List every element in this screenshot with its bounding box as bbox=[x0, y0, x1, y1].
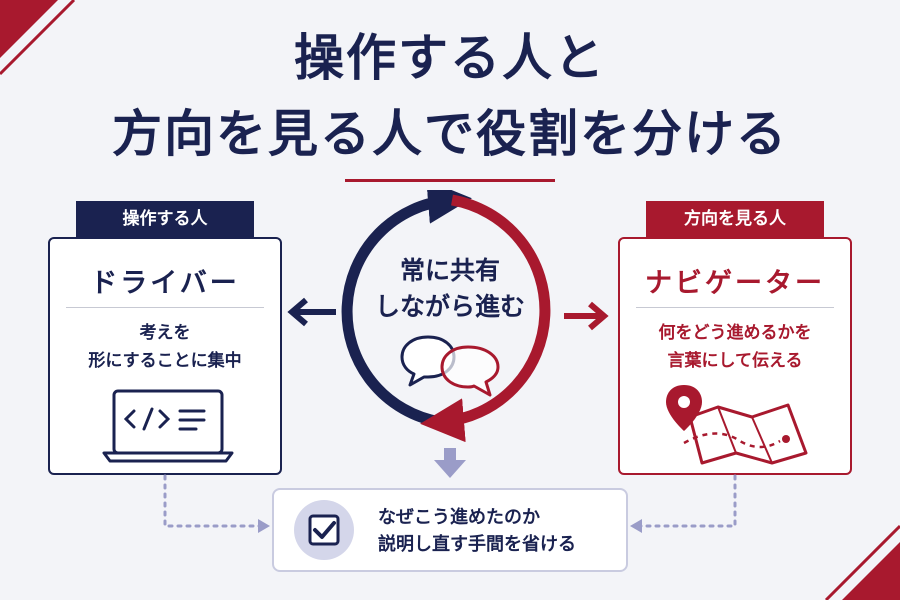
corner-decoration-bottom-right bbox=[824, 524, 900, 600]
navigator-divider bbox=[636, 307, 834, 308]
driver-desc-line-2: 形にすることに集中 bbox=[88, 351, 242, 371]
title-underline bbox=[345, 179, 555, 182]
driver-name: ドライバー bbox=[90, 268, 240, 299]
result-text-line-2: 説明し直す手間を省ける bbox=[378, 534, 576, 555]
dotted-connector-left bbox=[163, 474, 270, 533]
navigator-desc-line-1: 何をどう進めるかを bbox=[658, 323, 812, 343]
dotted-connector-right bbox=[630, 474, 737, 533]
center-text-line-2: しながら進む bbox=[374, 292, 525, 321]
cycle-diagram bbox=[287, 190, 609, 443]
laptop-code-icon bbox=[102, 389, 234, 463]
cycle-arrow-navy bbox=[341, 190, 472, 428]
map-pin-icon bbox=[666, 385, 808, 465]
navigator-card: ナビゲーター 何をどう進めるかを 言葉にして伝える bbox=[618, 237, 852, 475]
chat-bubbles-icon bbox=[400, 335, 500, 397]
driver-divider bbox=[66, 307, 264, 308]
cycle-arrow-red bbox=[420, 194, 551, 443]
navigator-desc-line-2: 言葉にして伝える bbox=[667, 351, 803, 371]
page-title-line-2: 方向を見る人で役割を分ける bbox=[112, 105, 788, 163]
page-title-line-1: 操作する人と bbox=[294, 29, 606, 87]
driver-desc-line-1: 考えを bbox=[139, 323, 191, 343]
driver-tab: 操作する人 bbox=[76, 201, 254, 237]
center-text-line-1: 常に共有 bbox=[399, 256, 500, 285]
navigator-name: ナビゲーター bbox=[645, 268, 825, 299]
arrow-to-navigator bbox=[588, 301, 609, 331]
checkbox-icon bbox=[294, 500, 354, 560]
result-box: なぜこう進めたのか 説明し直す手間を省ける bbox=[272, 488, 628, 572]
corner-decoration-top-left bbox=[0, 0, 76, 76]
result-text-line-1: なぜこう進めたのか bbox=[378, 507, 540, 528]
driver-card: ドライバー 考えを 形にすることに集中 bbox=[48, 237, 282, 475]
navigator-tab: 方向を見る人 bbox=[646, 201, 824, 237]
down-arrow bbox=[434, 448, 466, 478]
arrow-to-driver bbox=[287, 297, 308, 327]
